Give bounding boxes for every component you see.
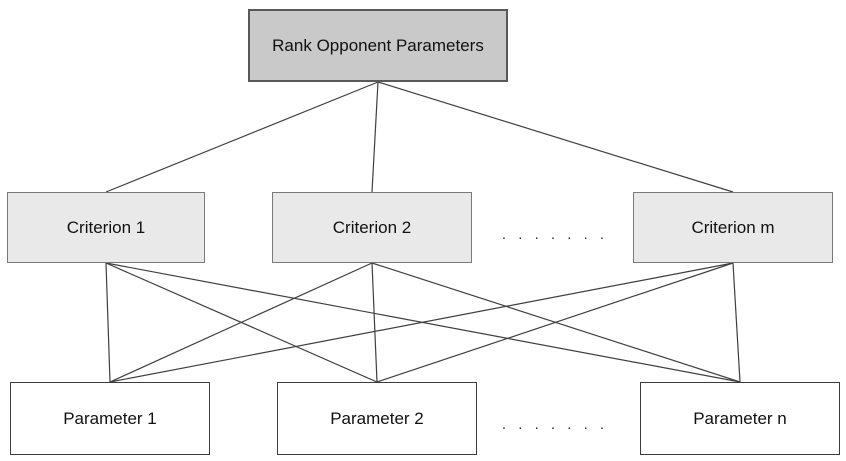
edge-cm-pn bbox=[732, 262, 741, 383]
edge-goal-c1 bbox=[105, 81, 379, 193]
parameter-2-node: Parameter 2 bbox=[277, 382, 477, 455]
edge-c1-p1 bbox=[105, 262, 111, 383]
criterion-2-label: Criterion 2 bbox=[332, 217, 412, 237]
parameter-1-node: Parameter 1 bbox=[10, 382, 210, 455]
edge-c2-p2 bbox=[371, 262, 378, 383]
edge-goal-cm bbox=[377, 81, 734, 193]
edge-cm-p2 bbox=[376, 262, 734, 383]
parameter-n-label: Parameter n bbox=[693, 408, 787, 428]
criterion-1-label: Criterion 1 bbox=[66, 217, 146, 237]
edge-c2-p1 bbox=[109, 262, 373, 383]
criterion-m-node: Criterion m bbox=[633, 192, 833, 263]
parameters-ellipsis: . . . . . . . bbox=[501, 416, 609, 433]
criteria-ellipsis: . . . . . . . bbox=[501, 226, 609, 243]
edge-cm-p1 bbox=[109, 262, 734, 383]
edge-goal-c2 bbox=[371, 81, 379, 193]
goal-node-label: Rank Opponent Parameters bbox=[272, 35, 484, 55]
goal-node: Rank Opponent Parameters bbox=[248, 9, 508, 82]
criterion-1-node: Criterion 1 bbox=[7, 192, 205, 263]
parameter-n-node: Parameter n bbox=[640, 382, 840, 455]
parameter-1-label: Parameter 1 bbox=[63, 408, 157, 428]
parameter-2-label: Parameter 2 bbox=[330, 408, 424, 428]
criterion-2-node: Criterion 2 bbox=[272, 192, 472, 263]
criterion-m-label: Criterion m bbox=[691, 217, 775, 237]
